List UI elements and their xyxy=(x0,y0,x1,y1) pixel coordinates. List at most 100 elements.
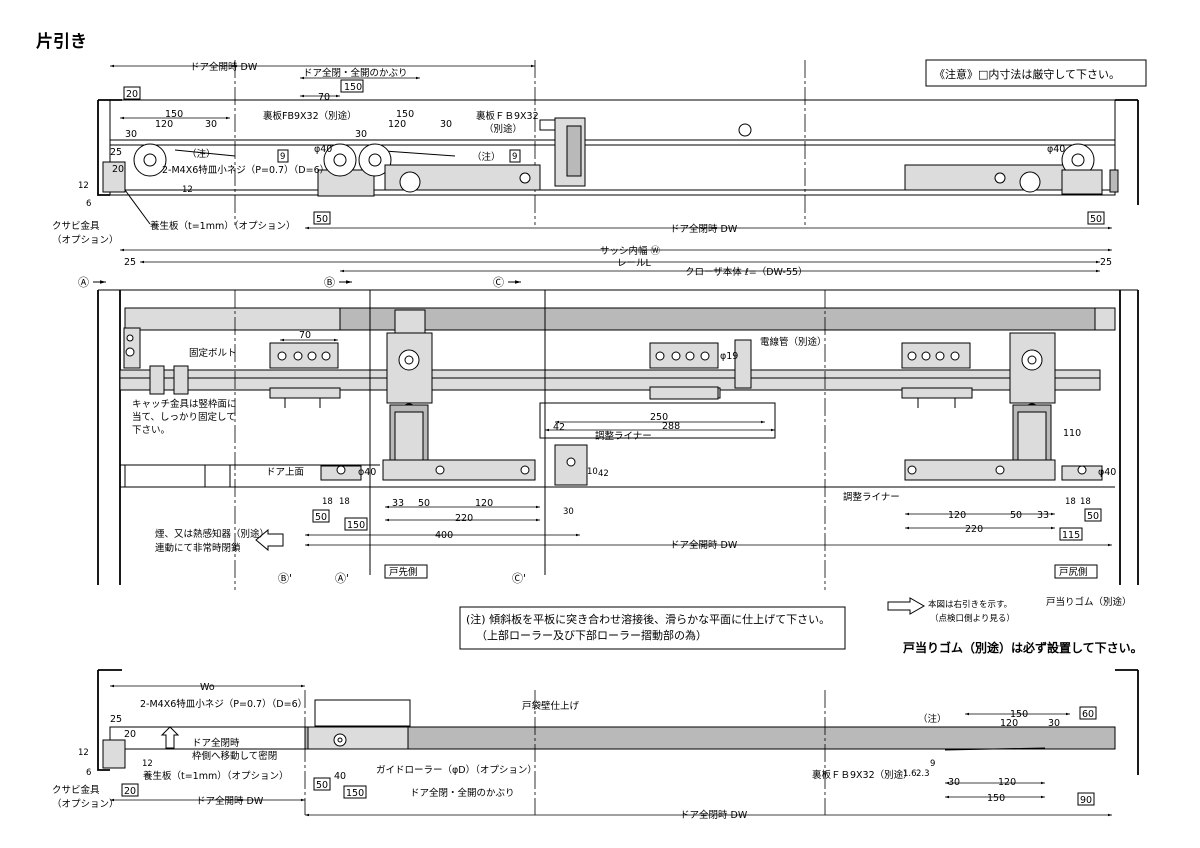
bottom-dim-20a: 20 xyxy=(124,729,136,740)
top-protect-plate: 養生板（t=1mm）（オプション） xyxy=(150,220,296,232)
section-b-marker: Ⓑ xyxy=(324,276,335,289)
mid-dim-50d: 50 xyxy=(1087,511,1099,522)
mid-smoke-1: 煙、又は熱感知器（別途） xyxy=(155,528,269,540)
top-dim-30b: 30 xyxy=(205,119,217,130)
mid-dim-33b: 33 xyxy=(1037,510,1049,521)
top-dim-30a: 30 xyxy=(125,129,137,140)
mid-smoke-2: 連動にて非常時閉鎖 xyxy=(155,542,241,554)
top-dim-overlap: ドア全閉・全開のかぶり xyxy=(303,67,408,79)
top-dim-30c: 30 xyxy=(355,129,367,140)
top-dim-150: 150 xyxy=(165,109,183,120)
top-note-mark-b: （注） xyxy=(472,151,501,163)
top-dim-12b: 12 xyxy=(182,185,193,195)
top-dim-9a: 9 xyxy=(280,152,285,162)
bottom-dim-40: 40 xyxy=(334,771,346,782)
top-phi40-left: φ40 xyxy=(314,144,332,155)
bottom-screw: 2-M4X6特皿小ネジ（P=0.7）（D=6） xyxy=(140,698,307,710)
bottom-dim-60: 60 xyxy=(1082,709,1094,720)
mid-dim-25a: 25 xyxy=(124,257,136,268)
top-note-mark-a: （注） xyxy=(187,148,216,160)
top-screw: 2-M4X6特皿小ネジ（P=0.7）（D=6） xyxy=(162,164,329,176)
mid-dim-50b: 50 xyxy=(1010,510,1022,521)
bottom-move-2: 枠側へ移動して密閉 xyxy=(192,750,277,762)
bottom-dim-120b: 120 xyxy=(998,777,1016,788)
move-arrow-icon xyxy=(160,726,180,749)
mid-dim-70: 70 xyxy=(299,330,311,341)
bottom-dim-150b: 150 xyxy=(1010,709,1028,720)
mid-dim-250: 250 xyxy=(650,412,668,423)
top-dim-120c: 120 xyxy=(388,119,406,130)
mid-dim-10: 10 xyxy=(587,467,598,477)
mid-dim-120b: 120 xyxy=(948,510,966,521)
mid-dim-400: 400 xyxy=(435,530,453,541)
bottom-dim-30a: 30 xyxy=(1048,718,1060,729)
mid-dim-150: 150 xyxy=(347,520,365,531)
legend-2: （点検口側より見る） xyxy=(930,613,1015,624)
bottom-backplate: 裏板ＦＢ9X32（別途） xyxy=(812,769,913,781)
elevation-view: サッシ内幅 Ⓦ レールL クローザ本体 ℓ=（DW-55） 25 25 Ⓐ Ⓑ … xyxy=(78,245,1143,655)
top-dim-150b: 150 xyxy=(344,82,362,93)
top-dim-12a: 12 xyxy=(78,181,89,191)
top-dim-120: 120 xyxy=(155,119,173,130)
mid-dim-50a: 50 xyxy=(418,498,430,509)
mid-dim-25b: 25 xyxy=(1100,257,1112,268)
weld-note-box xyxy=(459,606,846,650)
mid-dim-33a: 33 xyxy=(392,498,404,509)
mid-catch-2: 当て、しっかり固定して xyxy=(132,411,236,423)
bottom-dim-120a: 120 xyxy=(1000,718,1018,729)
top-dim-25: 25 xyxy=(110,147,122,158)
top-view: ドア全開時 DW ドア全閉・全開のかぶり 150 70 20 150 120 3… xyxy=(52,60,1139,246)
mid-dim-220a: 220 xyxy=(455,513,473,524)
top-dim-full-open: ドア全開時 DW xyxy=(190,61,258,73)
mid-dim-115: 115 xyxy=(1062,530,1080,541)
section-b2-marker: Ⓑ' xyxy=(278,572,292,585)
top-dim-150c: 150 xyxy=(396,109,414,120)
mid-closer: クローザ本体 ℓ=（DW-55） xyxy=(685,266,808,278)
mid-adjust-liner-a: 調整ライナー xyxy=(595,430,652,442)
bottom-wo: Wo xyxy=(200,682,215,693)
mid-dim-110: 110 xyxy=(1063,428,1081,439)
mid-door-rear: 戸尻側 xyxy=(1059,566,1088,578)
top-dim-70: 70 xyxy=(318,92,330,103)
bottom-dim-9: 9 xyxy=(930,759,935,769)
mid-dim-42b: 42 xyxy=(598,469,609,479)
mid-dim-50c: 50 xyxy=(315,512,327,523)
bottom-dim-6: 6 xyxy=(86,768,91,778)
bottom-wedge-a: クサビ金具 xyxy=(52,784,100,796)
bottom-dim-150c: 150 xyxy=(987,793,1005,804)
bottom-view: Wo 2-M4X6特皿小ネジ（P=0.7）（D=6） 25 20 12 6 12… xyxy=(52,669,1139,821)
mid-catch-3: 下さい。 xyxy=(132,425,170,436)
bottom-dim-150a: 150 xyxy=(346,788,364,799)
direction-arrow-icon xyxy=(887,597,926,615)
top-dim-50a: 50 xyxy=(316,214,328,225)
page-title: 片引き xyxy=(36,31,87,52)
mid-conduit: 電線管（別途） xyxy=(760,336,827,348)
caution-text: 《注意》□内寸法は厳守して下さい。 xyxy=(934,67,1120,81)
section-c-marker: Ⓒ xyxy=(493,276,504,289)
bottom-protect-plate: 養生板（t=1mm）（オプション） xyxy=(143,770,289,782)
top-wedge-b: （オプション） xyxy=(52,234,119,246)
section-a-marker: Ⓐ xyxy=(78,276,89,289)
bottom-full-close: ドア全閉時 DW xyxy=(680,809,748,821)
bottom-full-open: ドア全開時 DW xyxy=(196,795,264,807)
bottom-dim-25: 25 xyxy=(110,714,122,725)
section-a2-marker: Ⓐ' xyxy=(335,572,349,585)
top-dim-20: 20 xyxy=(126,89,138,100)
bottom-guide-roller: ガイドローラー（φD）（オプション） xyxy=(376,764,537,776)
mid-dim-30: 30 xyxy=(563,507,574,517)
mid-phi19: φ19 xyxy=(720,351,738,362)
mid-phi40-b: φ40 xyxy=(1098,467,1116,478)
mid-door-front: 戸先側 xyxy=(389,566,418,578)
top-dim-50b: 50 xyxy=(1090,214,1102,225)
section-c2-marker: Ⓒ' xyxy=(512,572,526,585)
caution-box xyxy=(925,59,1147,87)
mid-sash-width: サッシ内幅 Ⓦ xyxy=(600,245,661,257)
mid-dim-220b: 220 xyxy=(965,524,983,535)
mid-dim-18b: 18 xyxy=(339,497,350,507)
mid-door-top: ドア上面 xyxy=(266,467,304,478)
bottom-dim-23: 2.3 xyxy=(916,769,930,779)
bottom-move-1: ドア全閉時 xyxy=(192,737,240,749)
weld-note-1: (注) 傾斜板を平板に突き合わせ溶接後、滑らかな平面に仕上げて下さい。 xyxy=(466,612,830,626)
mid-dim-288: 288 xyxy=(662,421,680,432)
